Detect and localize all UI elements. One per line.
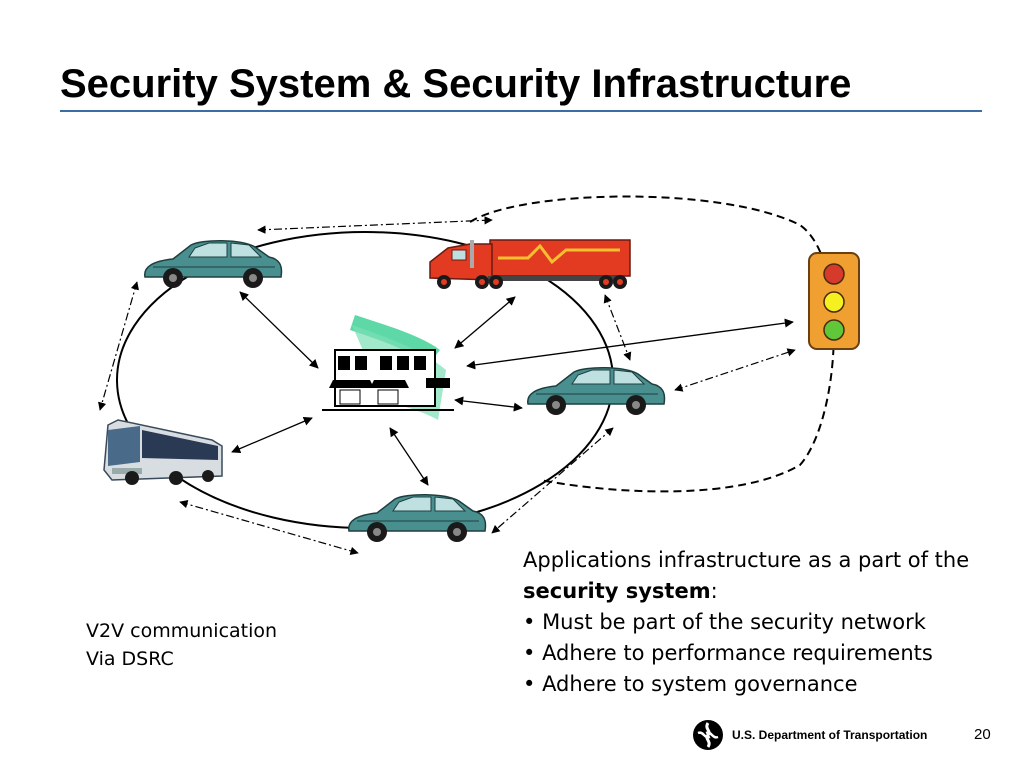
bullet-item: • Must be part of the security network (523, 610, 926, 634)
security-system-phrase: security system (523, 579, 711, 603)
v2v-note-line1: V2V communication (86, 620, 278, 642)
dot-logo-icon (693, 720, 723, 750)
car-right-icon (526, 366, 666, 416)
truck-icon (429, 239, 631, 289)
building-icon (322, 315, 454, 420)
bus-icon (103, 419, 223, 485)
v2v-links (98, 216, 796, 555)
v2v-note-line2: Via DSRC (86, 648, 174, 670)
footer: U.S. Department of Transportation (692, 718, 927, 752)
traffic-light-icon (808, 252, 860, 350)
applications-intro: Applications infrastructure as a part of… (523, 548, 970, 572)
applications-text: Applications infrastructure as a part of… (523, 545, 969, 700)
title-underline (60, 110, 982, 112)
infrastructure-links (231, 291, 794, 486)
applications-emphasis: security system: (523, 576, 969, 607)
colon: : (710, 579, 718, 603)
bullet-item: • Adhere to system governance (523, 672, 858, 696)
car-top-left-icon (143, 239, 283, 289)
bullet-item: • Adhere to performance requirements (523, 641, 933, 665)
page-number: 20 (974, 726, 991, 743)
v2v-note: V2V communication Via DSRC (86, 617, 277, 673)
footer-org: U.S. Department of Transportation (732, 728, 928, 742)
page-title: Security System & Security Infrastructur… (60, 62, 852, 106)
car-bottom-icon (347, 493, 487, 543)
